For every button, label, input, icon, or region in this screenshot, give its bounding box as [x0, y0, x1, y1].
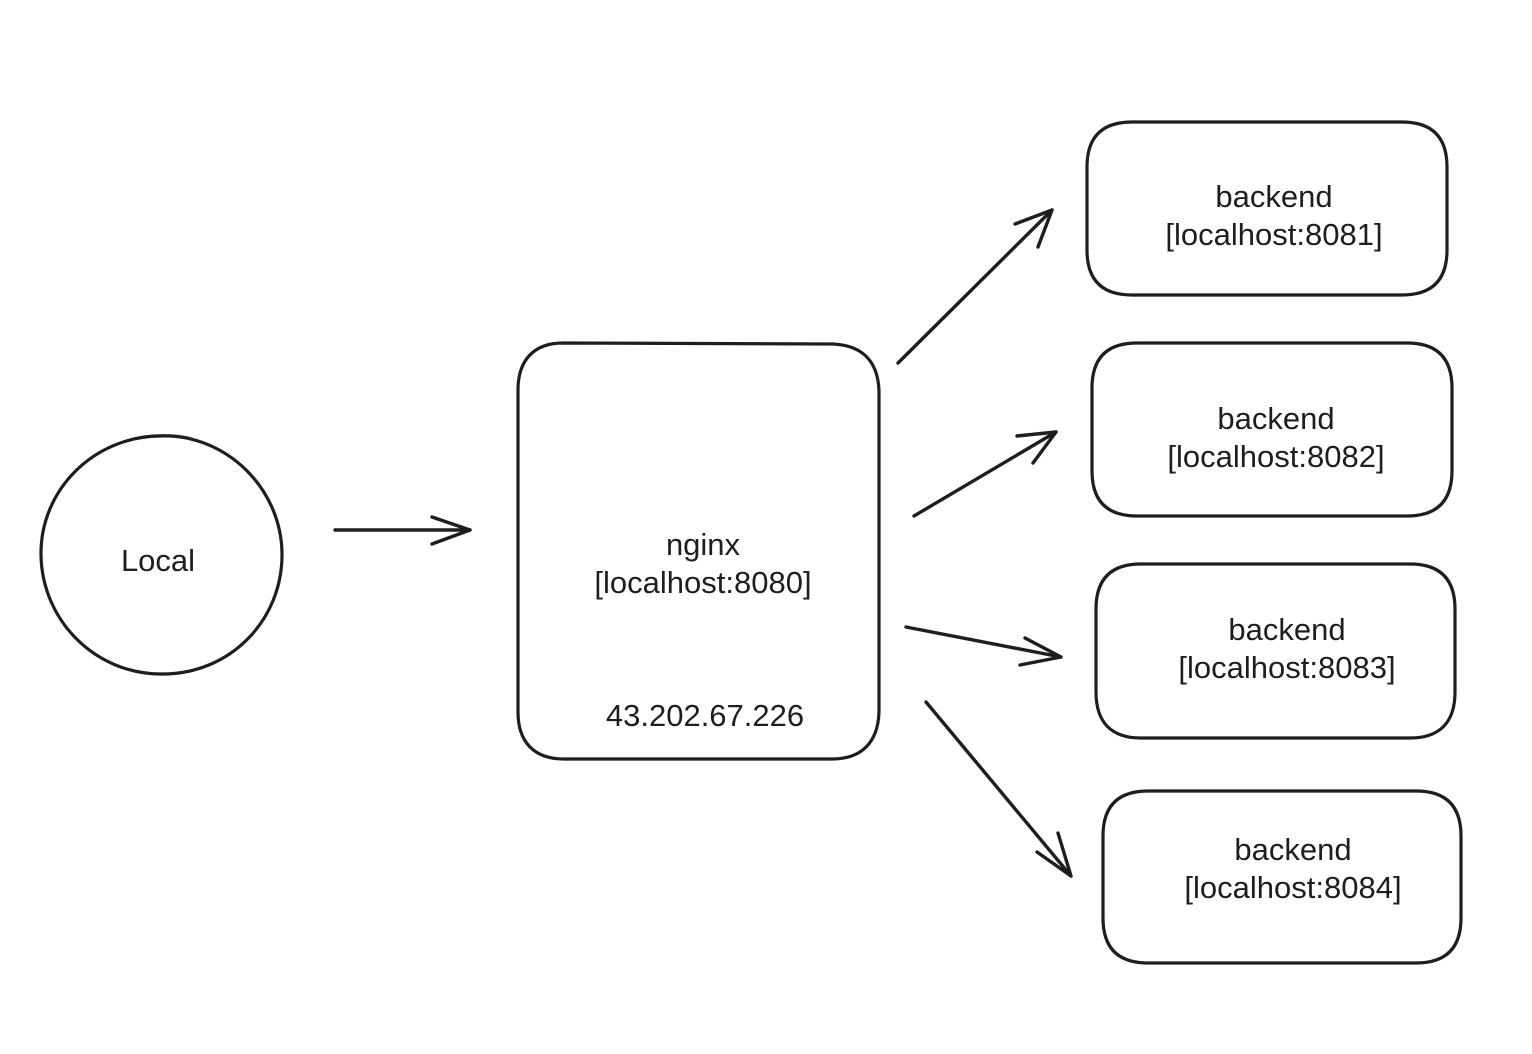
backend-node-8081[interactable]: backend [localhost:8081] [1085, 120, 1449, 297]
arrow-client-to-nginx [333, 515, 472, 546]
backend-address: [localhost:8084] [1184, 870, 1401, 905]
arrow-head [1018, 636, 1063, 667]
arrow-nginx-to-backend-8083 [904, 625, 1063, 667]
nginx-ip: 43.202.67.226 [606, 698, 804, 733]
client-circle-sketch [115, 433, 193, 445]
arrow-head [1013, 208, 1054, 249]
backend-address: [localhost:8082] [1167, 439, 1384, 474]
arrow-shaft [924, 700, 1073, 878]
arrow-head [430, 515, 472, 546]
backend-node-8084[interactable]: backend [localhost:8084] [1101, 789, 1463, 965]
backend-box [1085, 120, 1449, 297]
arrow-head [1015, 430, 1058, 465]
backend-node-8083[interactable]: backend [localhost:8083] [1094, 562, 1457, 740]
backend-name: backend [1215, 179, 1332, 214]
arrow-shaft [904, 625, 1063, 659]
nginx-name: nginx [666, 527, 741, 562]
arrow-head [1035, 831, 1073, 878]
backend-node-8082[interactable]: backend [localhost:8082] [1090, 341, 1454, 518]
arrow-shaft [896, 208, 1054, 365]
backend-address: [localhost:8081] [1165, 217, 1382, 252]
backend-address: [localhost:8083] [1178, 650, 1395, 685]
client-node[interactable]: Local [39, 433, 284, 676]
client-label: Local [121, 543, 195, 578]
backend-name: backend [1234, 832, 1351, 867]
client-circle [39, 434, 284, 676]
backend-box [1090, 341, 1454, 518]
backend-name: backend [1228, 612, 1345, 647]
arrow-nginx-to-backend-8084 [924, 700, 1073, 878]
nginx-address: [localhost:8080] [594, 565, 811, 600]
arrow-shaft [912, 430, 1058, 518]
nginx-node[interactable]: nginx [localhost:8080] 43.202.67.226 [516, 341, 881, 761]
arrow-nginx-to-backend-8082 [912, 430, 1058, 518]
backend-box [1101, 789, 1463, 965]
nginx-box [516, 341, 881, 761]
backend-box [1094, 562, 1457, 740]
backend-name: backend [1217, 401, 1334, 436]
arrow-nginx-to-backend-8081 [896, 208, 1054, 365]
